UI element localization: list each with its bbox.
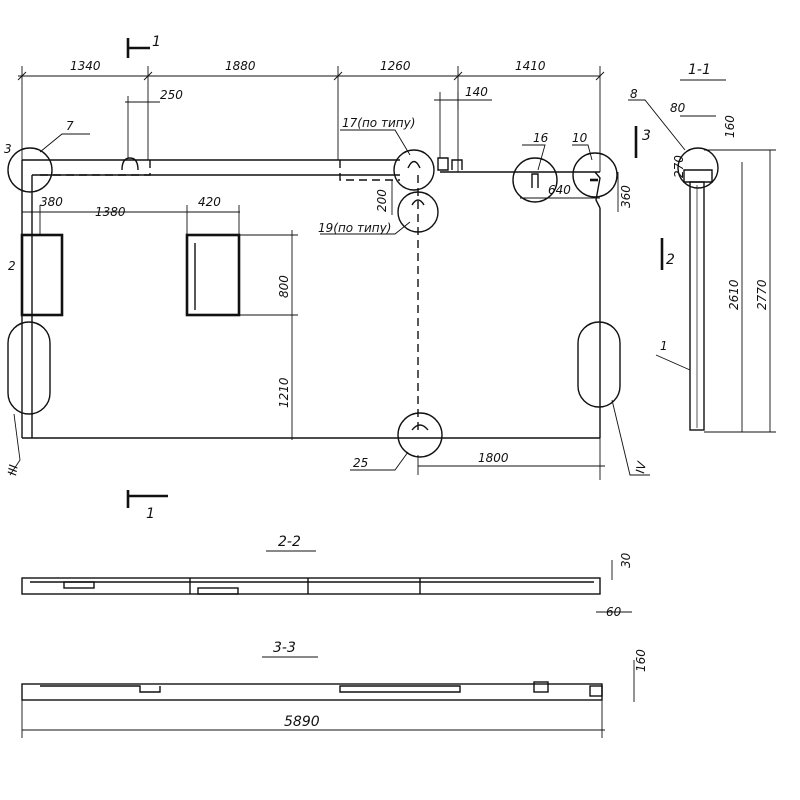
mark-25: [411, 424, 429, 431]
section-3-3-loop: [533, 681, 549, 693]
detail-circle-7: [7, 147, 53, 193]
recess-dashed-mid: [339, 160, 400, 181]
mark-16: [531, 173, 539, 188]
opening-left: [20, 233, 64, 317]
oval-detail-IV: [577, 321, 621, 408]
dim-420: 420: [198, 195, 221, 209]
section-mark-1-bottom-label: 1: [146, 506, 155, 522]
dim-ticks-top: [17, 71, 605, 81]
leader-17: [340, 129, 411, 156]
section-2-2-insert-b: [197, 587, 239, 595]
callout-7: 7: [66, 119, 74, 133]
mark-19: [411, 199, 425, 206]
leader-III: [9, 413, 21, 476]
section-mark-1-top-label: 1: [152, 34, 161, 50]
detail-circle-19: [397, 191, 439, 233]
detail-circle-25: [397, 412, 443, 458]
dim-1380: 1380: [95, 205, 126, 219]
dim-200: 200: [375, 189, 389, 212]
dim-1800: 1800: [478, 451, 509, 465]
lifting-loop-3: [451, 159, 463, 170]
section-2-2-insert-a: [63, 581, 95, 589]
callout-16: 16: [533, 131, 549, 145]
plan-view: 1340 1880 1260 1410 250 140 380 1380 420…: [4, 34, 675, 522]
section-2-2-title: 2-2: [278, 534, 301, 550]
dim-160-3-3: 160: [634, 649, 648, 672]
dim-160-1-1: 160: [723, 115, 737, 138]
detail-circle-17: [393, 149, 435, 191]
dim-1340: 1340: [70, 59, 101, 73]
leader-IV: [611, 399, 650, 476]
dim-1210: 1210: [277, 377, 291, 408]
callout-III: III: [5, 463, 21, 476]
dim-1880: 1880: [225, 59, 256, 73]
dim-270: 270: [672, 155, 686, 178]
section-3-3: 3-3 160 5890: [21, 640, 648, 738]
dim-1410: 1410: [515, 59, 546, 73]
leader-25: [350, 451, 409, 471]
callout-1: 1: [660, 339, 668, 353]
section-mark-3-label: 3: [642, 128, 651, 144]
lifting-loop-2: [437, 157, 449, 171]
lifting-loop-1: [121, 157, 139, 171]
section-2-2: 2-2 30 60: [21, 534, 633, 619]
dim-5890: 5890: [284, 714, 320, 730]
callout-25: 25: [353, 456, 368, 470]
section-3-3-recess-mid: [339, 685, 461, 693]
callout-10: 10: [572, 131, 588, 145]
mark-17: [407, 160, 421, 169]
section-mark-1-top: [126, 38, 150, 58]
dim-2610: 2610: [727, 279, 741, 310]
dim-140: 140: [465, 85, 488, 99]
section-mark-2-label: 2: [666, 252, 675, 268]
callout-8: 8: [630, 87, 638, 101]
dim-640: 640: [548, 183, 571, 197]
oval-detail-III: [7, 321, 51, 415]
section-3-3-recess-left: [40, 685, 161, 693]
leader-8: [628, 99, 686, 151]
dim-800: 800: [277, 275, 291, 298]
dim-60: 60: [606, 605, 622, 619]
detail-circle-16: [512, 157, 558, 203]
section-3-3-end: [589, 685, 603, 697]
dim-2770: 2770: [755, 279, 769, 310]
section-1-1-top-cap: [683, 169, 713, 183]
dim-30: 30: [619, 552, 633, 568]
leader-7: [39, 133, 90, 153]
callout-3: 3: [4, 142, 12, 156]
leader-1: [655, 354, 691, 371]
dim-80: 80: [670, 101, 686, 115]
callout-19: 19(по типу): [318, 221, 391, 235]
leader-16: [522, 144, 546, 171]
section-1-1-detail-circle-8: [677, 147, 719, 189]
opening-window: [185, 233, 241, 317]
section-mark-1-bottom: [126, 490, 168, 508]
callout-2: 2: [8, 259, 16, 273]
section-3-3-title: 3-3: [273, 640, 296, 656]
detail-circle-10: [572, 152, 618, 198]
panel-corner-notch: [594, 171, 601, 209]
dim-250: 250: [160, 88, 183, 102]
dim-380: 380: [40, 195, 63, 209]
section-1-1-title: 1-1: [688, 62, 711, 78]
leader-19: [320, 221, 411, 235]
leader-10: [572, 144, 593, 161]
callout-17: 17(по типу): [342, 116, 415, 130]
section-2-2-body: [21, 577, 601, 595]
callout-IV: IV: [633, 460, 649, 475]
dim-1260: 1260: [380, 59, 411, 73]
section-1-1: 1-1 80 160 270 2610 2770 8 1: [628, 62, 776, 433]
recess-dashed-left: [40, 160, 151, 176]
dim-360: 360: [619, 185, 633, 208]
